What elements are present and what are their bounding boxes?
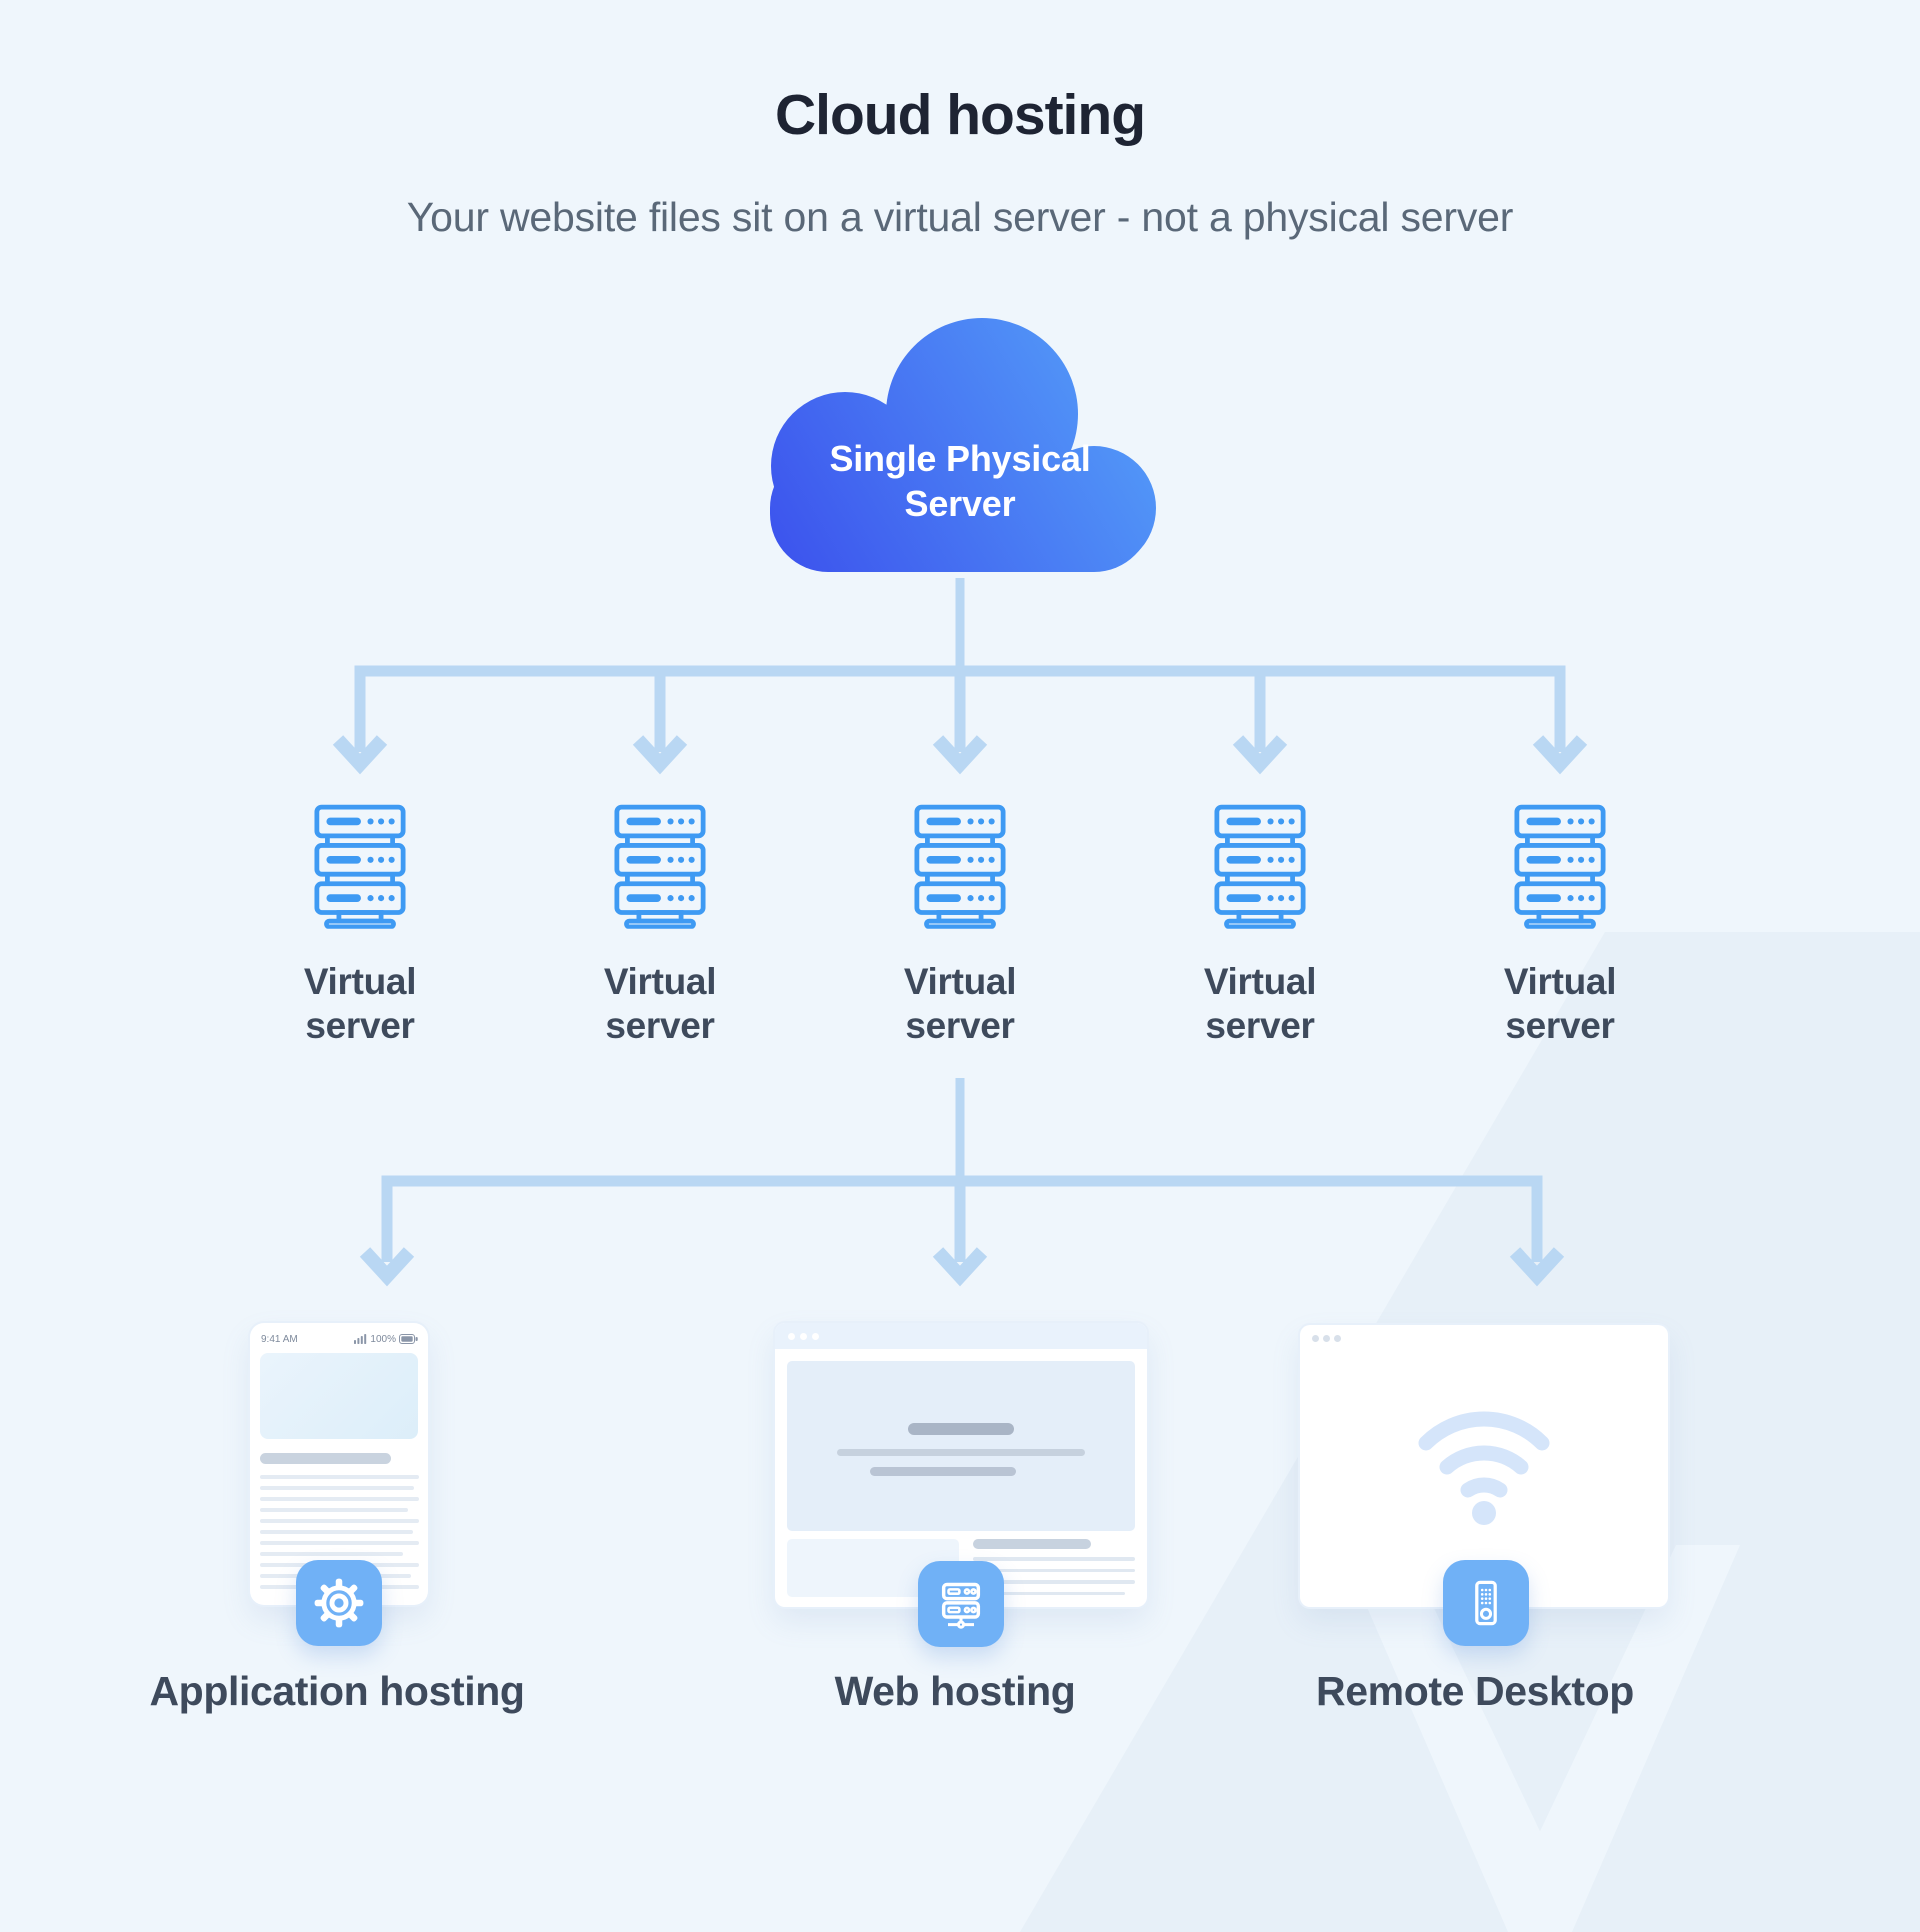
browser-mockup xyxy=(775,1323,1147,1607)
server-rack-icon xyxy=(314,804,406,929)
server-rack-icon xyxy=(614,804,706,929)
category-label-remote-desktop: Remote Desktop xyxy=(1316,1668,1634,1714)
category-label-web-hosting: Web hosting xyxy=(834,1668,1076,1714)
window-dot-icon xyxy=(812,1332,819,1340)
virtual-server-node: Virtual server xyxy=(280,804,440,1049)
virtual-server-label: Virtual server xyxy=(303,961,417,1047)
cloud-label: Single Physical Server xyxy=(829,438,1091,524)
browser-title-bar xyxy=(775,1323,1147,1349)
phone-status-time: 9:41 AM xyxy=(261,1333,298,1345)
server-rack-icon xyxy=(1214,804,1306,929)
phone-hero-image xyxy=(260,1353,418,1439)
placeholder-heading xyxy=(973,1539,1091,1549)
placeholder-heading xyxy=(260,1453,391,1464)
remote-control-icon xyxy=(1475,1580,1497,1626)
virtual-server-label: Virtual server xyxy=(903,961,1017,1047)
single-physical-server-node: Single Physical Server xyxy=(730,308,1190,592)
placeholder-line xyxy=(837,1449,1085,1456)
window-dot-icon xyxy=(800,1332,807,1340)
signal-icon xyxy=(354,1334,367,1344)
application-hosting-badge xyxy=(296,1560,382,1646)
placeholder-text-column xyxy=(973,1539,1135,1595)
virtual-server-node: Virtual server xyxy=(1180,804,1340,1049)
server-network-icon xyxy=(941,1582,981,1629)
window-dot-icon xyxy=(1312,1335,1319,1342)
phone-mockup: 9:41 AM 100% xyxy=(250,1323,428,1605)
remote-desktop-badge xyxy=(1443,1560,1529,1646)
cloud-icon xyxy=(770,318,1156,572)
battery-icon xyxy=(399,1334,418,1344)
placeholder-heading xyxy=(908,1423,1014,1435)
window-dot-icon xyxy=(1323,1335,1330,1342)
gear-icon xyxy=(314,1578,364,1628)
browser-hero-image xyxy=(787,1361,1135,1531)
battery-percent: 100% xyxy=(370,1333,396,1345)
category-label-application-hosting: Application hosting xyxy=(149,1668,525,1714)
server-rack-icon xyxy=(1514,804,1606,929)
virtual-server-label: Virtual server xyxy=(1503,961,1617,1047)
page-subtitle: Your website files sit on a virtual serv… xyxy=(406,194,1514,240)
virtual-server-node: Virtual server xyxy=(580,804,740,1049)
page-title: Cloud hosting xyxy=(774,83,1146,147)
phone-status-bar: 9:41 AM 100% xyxy=(261,1332,418,1346)
web-hosting-badge xyxy=(918,1561,1004,1647)
virtual-server-label: Virtual server xyxy=(1203,961,1317,1047)
virtual-server-label: Virtual server xyxy=(603,961,717,1047)
placeholder-line xyxy=(870,1467,1016,1476)
virtual-server-node: Virtual server xyxy=(880,804,1040,1049)
server-rack-icon xyxy=(914,804,1006,929)
wifi-icon xyxy=(1418,1411,1550,1525)
window-controls xyxy=(1312,1335,1341,1342)
virtual-server-node: Virtual server xyxy=(1480,804,1640,1049)
window-dot-icon xyxy=(1334,1335,1341,1342)
window-dot-icon xyxy=(788,1332,795,1340)
